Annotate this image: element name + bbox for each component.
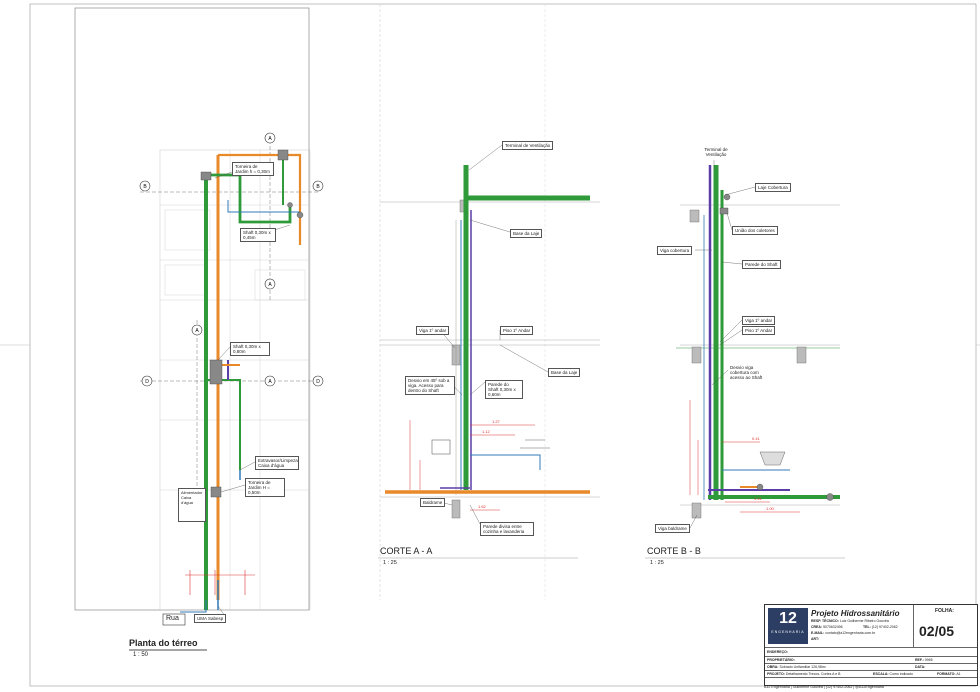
obra-label: OBRA:	[767, 665, 779, 669]
proprietario-label: PROPRIETÁRIO:	[767, 658, 795, 662]
label-a-viga-1-andar: Viga 1º andar	[416, 326, 450, 335]
svg-text:A: A	[268, 379, 272, 385]
svg-text:A: A	[195, 328, 199, 334]
svg-text:A: A	[268, 282, 272, 288]
rua-box	[162, 613, 186, 626]
section-marker-a-mid: A	[191, 324, 203, 336]
obra-value: Sobrado Unifamiliar 126,98m²	[779, 665, 826, 669]
svg-text:A: A	[268, 136, 272, 142]
svg-text:D: D	[316, 379, 320, 385]
corte-a-title: CORTE A - A	[380, 546, 433, 556]
dim-b-1: 0.41	[752, 436, 761, 441]
corte-b-title: CORTE B - B	[647, 546, 701, 556]
label-torneira-jardim-2: Torneira de Jardim H = 0,50m	[245, 478, 285, 497]
plan-scale: 1 : 50	[133, 652, 149, 658]
section-marker-b-right: B	[312, 180, 324, 192]
footer-credits: A12 Engenharia | Guilherme Gouvêa | (12)…	[764, 685, 884, 689]
dim-a-3: 1.62	[478, 504, 487, 509]
dim-b-3: 1.41	[754, 496, 763, 501]
section-marker-d-right: D	[312, 375, 324, 387]
label-rua: Rua	[166, 615, 179, 622]
label-b-terminal-ventilacao: Terminal de Ventilação	[704, 147, 728, 157]
label-a-base-laje-2: Base da Laje	[548, 368, 581, 377]
label-a-base-laje-1: Base da Laje	[510, 229, 543, 238]
svg-text:B: B	[316, 184, 320, 190]
formato-label: FORMATO:	[937, 672, 956, 676]
ref-label: REF.:	[915, 658, 924, 662]
endereco-label: ENDEREÇO:	[767, 650, 789, 654]
escala-value: Como indicado	[889, 672, 913, 676]
projeto-value: Detalhamento Trecos, Cortes A e B	[785, 672, 841, 676]
label-a-piso-1-andar: Piso 1º Andar	[500, 326, 534, 335]
folha-value: 02/05	[919, 623, 955, 639]
label-b-viga-cobertura: Viga cobertura	[657, 246, 693, 255]
ref-value: 0965	[924, 658, 933, 662]
project-title: Projeto Hidrossanitário	[811, 609, 900, 618]
tel-label: TEL:	[863, 625, 871, 629]
resp-value: Luiz Guilherme Ribeiro Gouvêa	[839, 619, 889, 623]
corte-a-scale: 1 : 25	[383, 560, 397, 566]
email-value: contato@a12engenharia.com.br	[825, 631, 876, 635]
svg-text:D: D	[145, 379, 149, 385]
label-a-baldrame: Baldrame	[420, 498, 446, 507]
label-b-viga-baldrame: Viga baldrame	[655, 524, 690, 533]
logo-number: 12	[779, 610, 797, 627]
marker-b-left-text: B	[143, 184, 147, 190]
label-a-parede-shaft: Parede do Shaft 0,30m x 0,60m	[485, 380, 523, 399]
label-b-piso-1-andar: Piso 1º Andar	[742, 326, 776, 335]
label-b-parede-shaft: Parede do Shaft	[742, 260, 781, 269]
formato-value: A1	[956, 672, 961, 676]
label-a-terminal-ventilacao: Terminal de Ventilação	[502, 141, 554, 150]
email-label: E-MAIL:	[811, 631, 825, 635]
art-label: ART:	[811, 637, 819, 641]
data-label: DATA:	[915, 665, 926, 669]
section-marker-d-left: D	[141, 375, 153, 387]
plan-view: B B A A D D A A	[74, 7, 324, 617]
label-uma-sabesp: UMA Sabesp	[194, 614, 227, 623]
label-b-viga-1-andar: Viga 1º andar	[742, 316, 776, 325]
tel-value: (12) 97402-2062	[871, 625, 898, 629]
label-b-desvio: Desvio viga cobertura com acesso ao Shaf…	[730, 365, 763, 380]
section-marker-a-top: A	[264, 132, 276, 144]
section-marker-b-left: B	[139, 180, 151, 192]
label-torneira-jardim-1: Torneira de Jardim h = 0,30m	[232, 162, 274, 176]
label-b-laje-cobertura: Laje Cobertura	[755, 183, 791, 192]
plan-title: Planta do térreo	[129, 638, 198, 648]
crea-value: 5070632496	[823, 625, 843, 629]
section-a-view: 1.27 1.12 1.62	[380, 144, 600, 525]
dim-a-1: 1.27	[492, 419, 501, 424]
label-shaft-2: Shaft 0,30m x 0,80m	[230, 342, 270, 356]
section-b-view: 0.41 1.41 1.00	[676, 160, 840, 529]
dim-a-2: 1.12	[482, 429, 491, 434]
company-logo: 12 ENGENHARIA	[768, 608, 808, 644]
logo-sub: ENGENHARIA	[771, 630, 805, 634]
escala-label: ESCALA:	[873, 672, 889, 676]
label-b-uniao-coletores: União dos coletores	[732, 226, 778, 235]
label-alimentador: Alimentador Caixa d'água	[178, 488, 206, 522]
projeto-label: PROJETO:	[767, 672, 785, 676]
label-a-desvio: Desvio em 45º sob a viga. Acesso para de…	[405, 376, 455, 395]
section-marker-a-mid2: A	[264, 375, 276, 387]
crea-label: CREA:	[811, 625, 823, 629]
title-block: 12 ENGENHARIA Projeto Hidrossanitário RE…	[764, 604, 978, 686]
resp-label: RESP. TÉCNICO:	[811, 619, 839, 623]
section-marker-a-bottom: A	[264, 278, 276, 290]
label-a-parede-divisa: Parede divisa entre cozinha e lavanderia	[480, 522, 534, 536]
folha-label: FOLHA:	[935, 608, 954, 614]
corte-b-scale: 1 : 25	[650, 560, 664, 566]
label-shaft-1: Shaft 0,30m x 0,45m	[240, 228, 276, 242]
dim-b-4: 1.00	[766, 506, 775, 511]
label-extravasor: Extravasor/Limpeza Caixa d'água	[255, 456, 299, 470]
